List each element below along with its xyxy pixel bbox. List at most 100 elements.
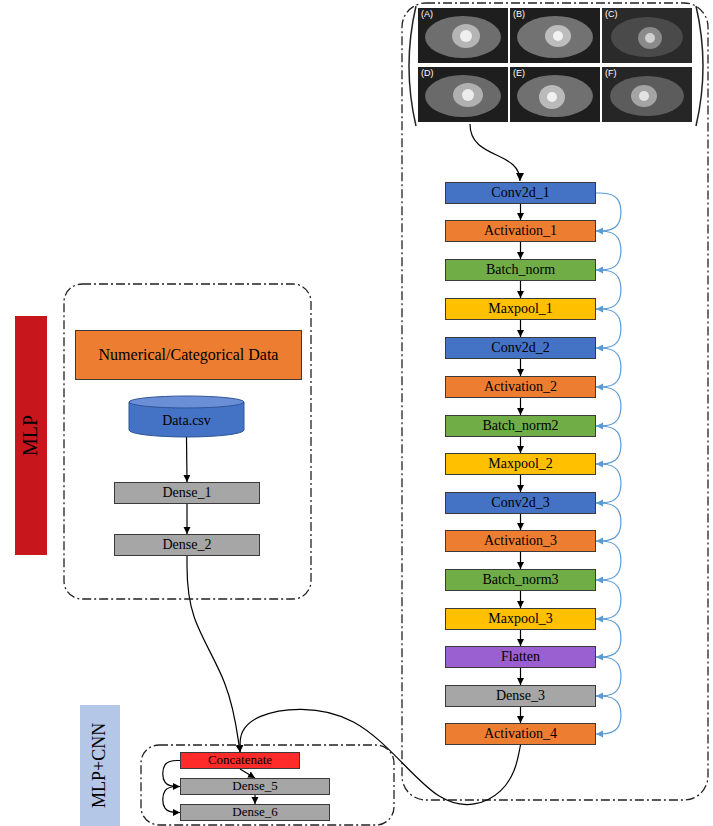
- node-label: Maxpool_2: [488, 456, 553, 472]
- mri-image: [553, 31, 563, 41]
- mri-image: [545, 25, 571, 47]
- flow-arrow: [520, 204, 521, 220]
- mri-image: [510, 67, 600, 122]
- layer-box: Conv2d_2: [445, 337, 596, 359]
- mri-image: [460, 30, 472, 42]
- flow-arrow: [520, 591, 521, 608]
- skip-arrow: [596, 426, 621, 464]
- flow-arrow: [520, 707, 521, 723]
- mri-image: [610, 76, 684, 116]
- cylinder-shape: [129, 396, 244, 408]
- bracket: [409, 6, 416, 126]
- node-label: Conv2d_1: [491, 185, 549, 201]
- flow-arrow: [186, 437, 188, 482]
- layer-box: Dense_6: [180, 804, 330, 821]
- panel-label: (F): [605, 69, 617, 78]
- mri-image: [539, 85, 565, 109]
- group-heading: MLP: [20, 415, 43, 456]
- layer-box: Dense_1: [114, 482, 260, 504]
- flow-arrow: [520, 437, 521, 453]
- group-heading-band: MLP+CNN: [80, 705, 120, 826]
- mri-image: [547, 92, 557, 102]
- merge-arrow: [187, 556, 240, 752]
- mri-image: [418, 8, 508, 63]
- node-label: Dense_6: [232, 805, 278, 820]
- group-frame: MLP+CNNConcatenateDense_5Dense_6: [140, 744, 395, 826]
- mri-image: [517, 75, 593, 117]
- flow-arrow: [520, 320, 521, 337]
- node-label: Activation_2: [484, 379, 557, 395]
- node-label: Dense_2: [163, 537, 212, 553]
- mri-image: [638, 27, 662, 49]
- skip-arrow: [596, 270, 621, 309]
- layer-box: Batch_norm3: [445, 569, 596, 591]
- mri-image: [645, 33, 655, 43]
- flow-arrow: [520, 359, 521, 376]
- flow-arrow: [520, 514, 521, 530]
- skip-arrow: [596, 696, 621, 734]
- node-label: Flatten: [501, 649, 540, 665]
- skip-arrow: [596, 193, 621, 231]
- node-label: Dense_1: [163, 485, 212, 501]
- mri-image: [602, 67, 692, 122]
- panel-label: (C): [605, 10, 618, 19]
- skip-arrow: [596, 387, 621, 426]
- mri-image: [453, 83, 483, 107]
- mri-image: [425, 16, 501, 58]
- layer-box: Numerical/Categorical Data: [75, 330, 302, 380]
- node-label: Concatenate: [208, 753, 272, 768]
- node-label: Numerical/Categorical Data: [99, 346, 279, 364]
- layer-box: Maxpool_2: [445, 453, 596, 475]
- layer-box: Activation_2: [445, 376, 596, 398]
- flow-arrow: [520, 281, 521, 298]
- skip-arrow: [596, 464, 621, 503]
- skip-arrow: [163, 761, 180, 787]
- group-frame-outline: [64, 284, 311, 599]
- skip-arrow: [596, 541, 621, 580]
- panel-label: (D): [421, 69, 434, 78]
- layer-box: Dense_5: [180, 778, 330, 795]
- panel-label: (E): [513, 69, 525, 78]
- mri-image: [611, 17, 683, 57]
- group-heading-band: MLP: [15, 316, 47, 555]
- mri-image: [602, 8, 692, 63]
- node-label: Batch_norm3: [482, 572, 558, 588]
- layer-box: Activation_1: [445, 220, 596, 242]
- flow-arrow: [520, 630, 521, 646]
- layer-box: Activation_4: [445, 723, 596, 745]
- node-label: Conv2d_2: [491, 340, 549, 356]
- group-frame: MLPNumerical/Categorical DataData.csvDen…: [63, 283, 312, 600]
- node-label: Activation_4: [484, 726, 557, 742]
- mri-image: [452, 24, 480, 48]
- node-label: Dense_3: [496, 688, 545, 704]
- flow-arrow: [520, 475, 521, 492]
- bracket: [696, 6, 703, 126]
- node-label: Batch_norm: [486, 262, 555, 278]
- mri-image: [639, 91, 649, 101]
- flow-arrow: [254, 795, 255, 804]
- node-label: Maxpool_1: [488, 301, 553, 317]
- mri-image: [462, 89, 474, 101]
- panel-label: (A): [421, 10, 433, 19]
- mri-image: [425, 75, 501, 117]
- group-heading: MLP+CNN: [90, 723, 111, 808]
- flow-arrow: [520, 398, 521, 415]
- mri-image: [517, 16, 593, 58]
- skip-arrow: [596, 657, 621, 696]
- data-cylinder: Data.csv: [128, 395, 245, 437]
- node-label: Activation_1: [484, 223, 557, 239]
- flow-arrow: [520, 242, 521, 259]
- skip-arrow: [596, 348, 621, 387]
- layer-box: Dense_3: [445, 685, 596, 707]
- input-arrow: [470, 124, 520, 181]
- layer-box: Batch_norm: [445, 259, 596, 281]
- skip-arrow: [163, 787, 180, 813]
- panel-label: (B): [513, 10, 525, 19]
- mri-image: [510, 8, 600, 63]
- node-label: Data.csv: [162, 413, 211, 429]
- node-label: Activation_3: [484, 533, 557, 549]
- skip-arrow: [596, 231, 621, 270]
